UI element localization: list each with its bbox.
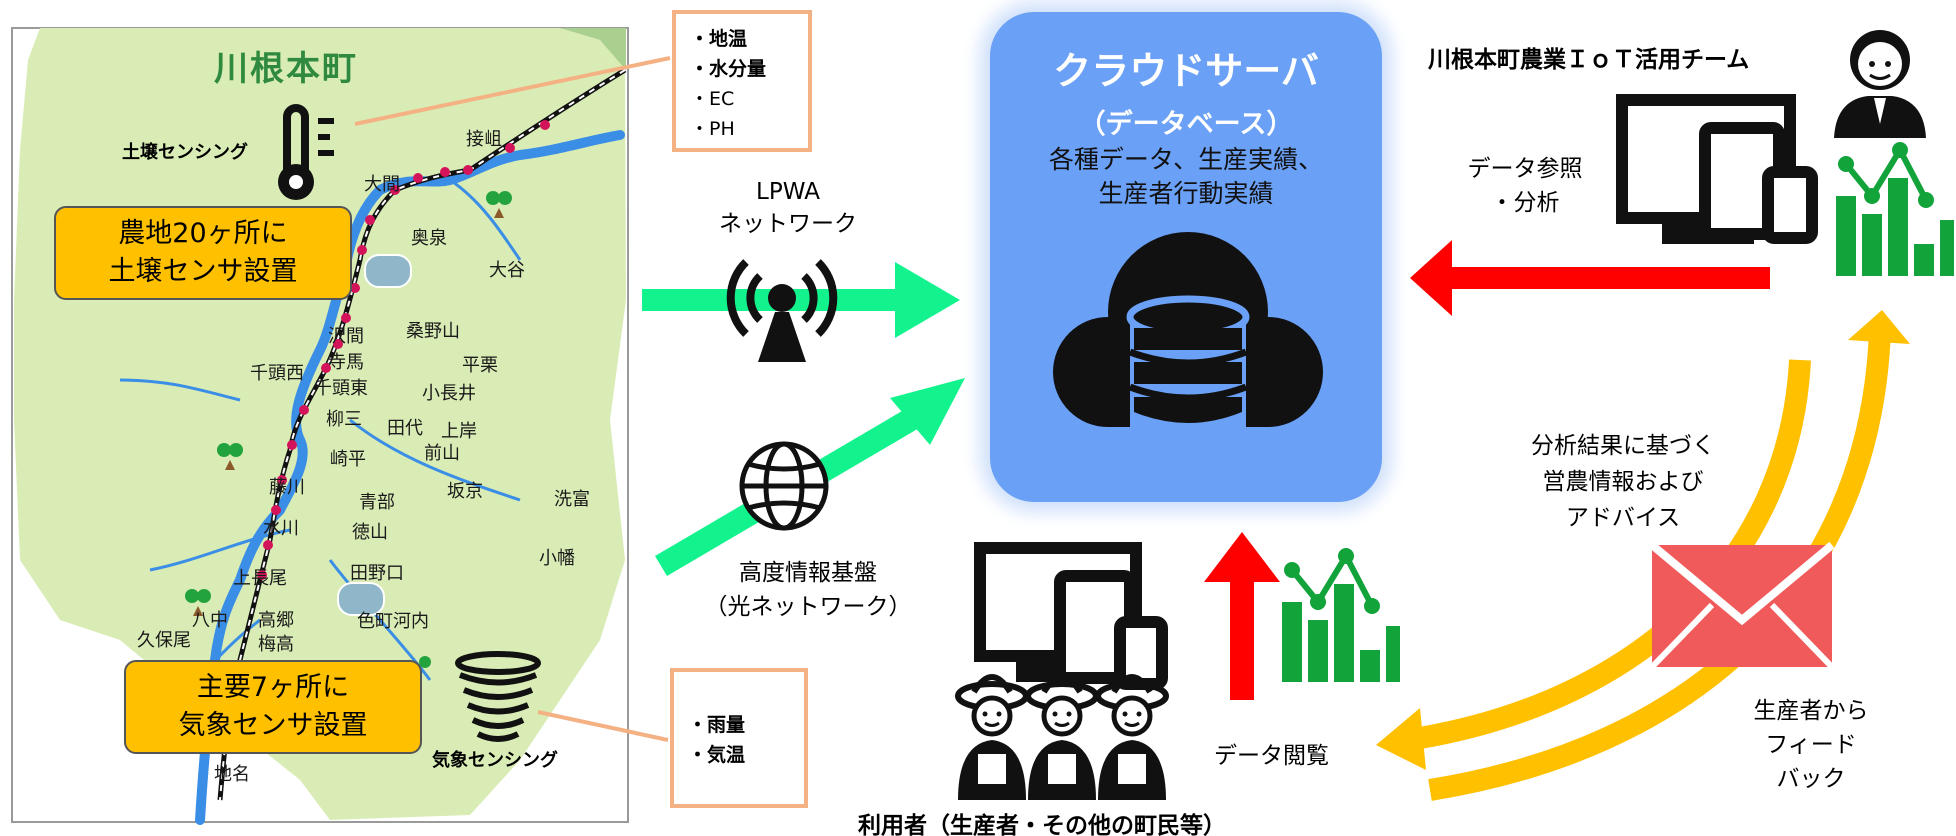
- svg-text:洗富: 洗富: [554, 489, 590, 510]
- clover-icon: [185, 191, 512, 668]
- weather-sensor-icon: [455, 651, 541, 742]
- map-title: 川根本町: [214, 49, 358, 89]
- weather-box-line2: 気象センサ設置: [178, 710, 368, 741]
- svg-text:大間: 大間: [364, 174, 400, 195]
- fiber-label: 高度情報基盤 （光ネットワーク）: [704, 560, 912, 620]
- svg-text:田代: 田代: [387, 418, 423, 439]
- soil-sensing-label: 土壌センシング: [122, 141, 248, 163]
- map-panel: 川根本町 接岨 大間 奥泉 大谷 沢間 桑野山 寺馬 千頭西 千頭東 平栗 小長…: [11, 27, 629, 825]
- iot-team-label: 川根本町農業ＩｏＴ活用チーム: [1428, 47, 1750, 73]
- data-reference-arrow: [1450, 267, 1770, 289]
- svg-text:小長井: 小長井: [422, 383, 476, 404]
- data-view-arrow: [1230, 580, 1254, 700]
- svg-text:久保尾: 久保尾: [137, 630, 191, 651]
- svg-text:小幡: 小幡: [539, 548, 575, 569]
- weather-box-line1: 主要7ヶ所に: [196, 672, 350, 703]
- svg-text:接岨: 接岨: [466, 129, 502, 150]
- weather-sensing-label: 気象センシング: [432, 749, 558, 771]
- soil-sensor-box: 農地20ヶ所に 土壌センサ設置: [54, 206, 352, 300]
- svg-text:奥泉: 奥泉: [411, 228, 447, 249]
- cloud-subtitle: （データベース）: [1078, 109, 1294, 140]
- lpwa-label: LPWA ネットワーク: [719, 179, 857, 237]
- soil-metrics-callout: ・地温 ・水分量 ・EC ・PH: [672, 10, 812, 152]
- weather-metrics-callout: ・雨量 ・気温: [670, 668, 808, 808]
- svg-text:沢間: 沢間: [328, 326, 364, 347]
- chart-icon-users: [1282, 548, 1400, 682]
- svg-text:八中: 八中: [192, 610, 228, 631]
- soil-box-line2: 土壌センサ設置: [108, 256, 298, 287]
- weather-sensor-box: 主要7ヶ所に 気象センサ設置: [124, 660, 422, 754]
- svg-text:千頭西: 千頭西: [250, 363, 304, 384]
- svg-text:上長尾: 上長尾: [233, 568, 287, 589]
- svg-text:徳山: 徳山: [352, 522, 388, 543]
- svg-text:柳三: 柳三: [326, 409, 362, 430]
- svg-text:田野口: 田野口: [350, 563, 404, 584]
- svg-text:寺馬: 寺馬: [328, 352, 364, 373]
- soil-metric-1: ・地温: [690, 28, 748, 50]
- antenna-icon: [726, 259, 838, 362]
- svg-text:千頭東: 千頭東: [314, 378, 368, 399]
- soil-metric-2: ・水分量: [690, 58, 767, 80]
- svg-text:崎平: 崎平: [330, 449, 366, 470]
- data-reference-label: データ参照 ・分析: [1467, 156, 1583, 216]
- advice-label: 分析結果に基づく 営農情報および アドバイス: [1531, 433, 1715, 531]
- farmer-icons: [955, 674, 1169, 800]
- svg-text:大谷: 大谷: [489, 260, 525, 281]
- data-view-label: データ閲覧: [1214, 743, 1329, 769]
- users-caption: 利用者（生産者・その他の町民等）: [858, 813, 1226, 836]
- chart-icon-team: [1836, 142, 1954, 276]
- database-cloud-icon: [1053, 232, 1323, 427]
- svg-text:地名: 地名: [214, 764, 250, 785]
- weather-metric-1: ・雨量: [688, 714, 746, 736]
- svg-text:前山: 前山: [424, 443, 460, 464]
- soil-metric-4: ・PH: [690, 118, 735, 140]
- place-labels: 接岨 大間 奥泉 大谷 沢間 桑野山 寺馬 千頭西 千頭東 平栗 小長井 柳三 …: [137, 129, 590, 785]
- cloud-desc-1: 各種データ、生産実績、: [1048, 145, 1324, 174]
- svg-text:藤川: 藤川: [269, 477, 305, 498]
- thermometer-icon: [278, 104, 334, 200]
- cloud-server-panel: クラウドサーバ （データベース） 各種データ、生産実績、 生産者行動実績: [990, 12, 1382, 502]
- soil-box-line1: 農地20ヶ所に: [118, 218, 288, 249]
- svg-text:高郷: 高郷: [258, 610, 294, 631]
- feedback-label: 生産者から フィード バック: [1753, 698, 1869, 792]
- devices-icon-users: [974, 542, 1168, 690]
- svg-text:色町河内: 色町河内: [357, 611, 429, 632]
- weather-metric-2: ・気温: [688, 744, 746, 766]
- svg-text:上岸: 上岸: [441, 421, 477, 442]
- devices-icon-team: [1616, 94, 1818, 244]
- soil-metric-3: ・EC: [690, 88, 735, 110]
- cloud-desc-2: 生産者行動実績: [1098, 179, 1274, 208]
- svg-text:水川: 水川: [263, 518, 299, 539]
- person-icon: [1834, 30, 1926, 138]
- svg-text:坂京: 坂京: [447, 481, 483, 502]
- svg-text:梅高: 梅高: [258, 634, 294, 655]
- svg-text:青部: 青部: [359, 492, 395, 513]
- globe-icon: [739, 441, 829, 531]
- mail-icon: [1649, 541, 1835, 670]
- svg-text:桑野山: 桑野山: [406, 321, 460, 342]
- cloud-title: クラウドサーバ: [1053, 49, 1319, 93]
- station-markers: [257, 120, 550, 580]
- svg-text:平栗: 平栗: [462, 355, 498, 376]
